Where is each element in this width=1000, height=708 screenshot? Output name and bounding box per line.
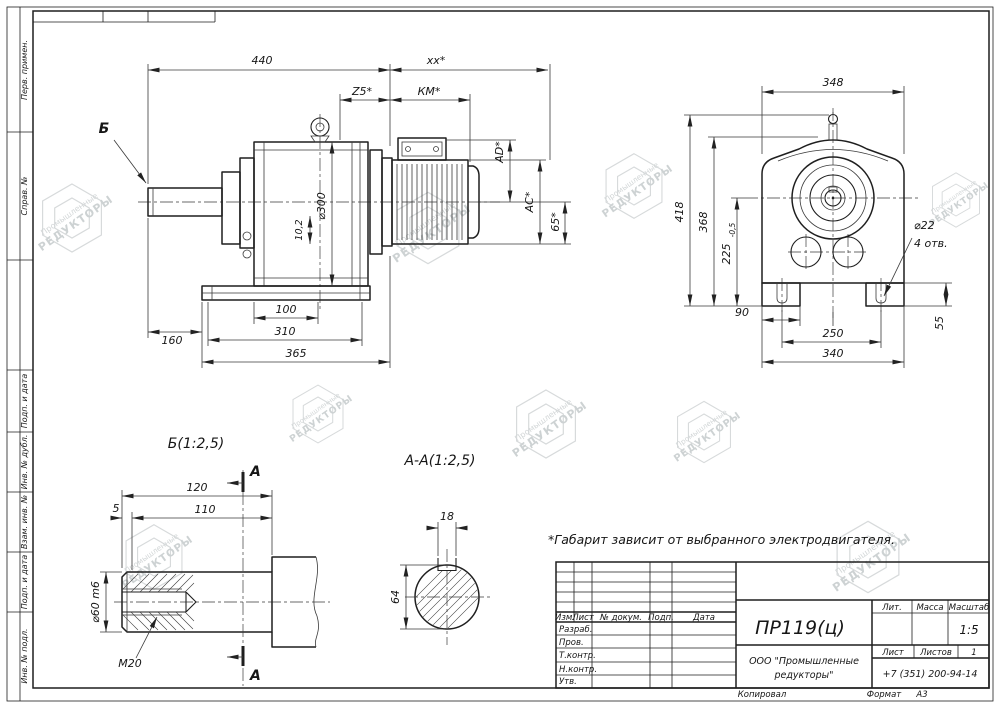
dim-z5: Z5*: [351, 85, 373, 98]
dim-xx: xx*: [426, 54, 446, 67]
margin-label-vzam-inv: Взам. инв. №: [20, 495, 29, 549]
detail-view-b: Б(1:2,5) 120 110 5 ⌀60 m6 М20: [89, 436, 330, 686]
margin-label-inv-podl: Инв. № подл.: [20, 628, 29, 683]
dim-418: 418: [673, 202, 686, 223]
front-view-dimensions: 348 418 368 225 -0,5 90 250 340 ⌀22 4 от…: [673, 76, 952, 368]
margin-label-podp-data-2: Подп. и дата: [20, 555, 29, 610]
margin-label-podp-data-1: Подп. и дата: [20, 374, 29, 429]
dim-ac: AC*: [523, 191, 536, 213]
dim-km: КМ*: [418, 85, 441, 98]
dim-55: 55: [933, 316, 946, 330]
dim-340: 340: [823, 347, 844, 360]
lit-label: Лит.: [881, 603, 902, 613]
dim-ad: AD*: [493, 141, 506, 164]
margin-column: Перв. примен. Справ. № Подп. и дата Инв.…: [20, 40, 29, 684]
dim-120: 120: [187, 481, 208, 494]
col-podp: Подп.: [648, 613, 674, 623]
dim-225-tolerance: -0,5: [728, 222, 737, 237]
massa-label: Масса: [916, 603, 943, 613]
detail-b-title: Б(1:2,5): [168, 436, 224, 452]
main-view: Б 440 xx* Z5* КМ* AD* AC* 65* ⌀300 10,2 …: [99, 54, 571, 368]
footnote: *Габарит зависит от выбранного электродв…: [548, 532, 895, 547]
dim-348: 348: [823, 76, 844, 89]
col-data: Дата: [692, 613, 715, 623]
dim-160: 160: [162, 334, 183, 347]
scale-value: 1:5: [959, 623, 978, 637]
row-utv: Утв.: [559, 677, 577, 687]
company-name-line1: ООО "Промышленные: [749, 656, 859, 667]
company-phone: +7 (351) 200-94-14: [883, 669, 978, 680]
row-razrab: Разраб.: [559, 625, 592, 635]
threaded-hole: [122, 591, 197, 613]
keyway-slot: [437, 558, 457, 572]
front-view: 348 418 368 225 -0,5 90 250 340 ⌀22 4 от…: [673, 76, 952, 368]
section-view-aa: А-А(1:2,5) 18 64: [389, 453, 492, 645]
list-label: Лист: [881, 648, 905, 658]
main-view-dimensions: Б 440 xx* Z5* КМ* AD* AC* 65* ⌀300 10,2 …: [99, 54, 571, 368]
right-foot: [865, 282, 905, 307]
dim-m20: М20: [118, 657, 142, 670]
dim-d60: ⌀60 m6: [89, 581, 102, 623]
dim-d300: ⌀300: [315, 192, 328, 220]
cut-letter-top: А: [249, 464, 261, 480]
dim-5: 5: [113, 502, 120, 515]
front-view-geometry: [745, 108, 920, 318]
dim-90: 90: [735, 306, 749, 319]
dim-hole-count: 4 отв.: [914, 237, 948, 250]
dim-65: 65*: [549, 212, 562, 232]
detail-b-dimensions: 120 110 5 ⌀60 m6 М20: [89, 481, 273, 670]
dim-225: 225: [720, 244, 733, 265]
detail-b-geometry: [114, 556, 330, 648]
col-izm: Изм.: [555, 613, 575, 623]
cut-letter-bottom: А: [249, 668, 261, 684]
row-tkontr: Т.контр.: [559, 651, 596, 661]
dim-10-2: 10,2: [294, 219, 305, 240]
section-aa-geometry: [405, 549, 492, 645]
format-label: Формат: [867, 690, 903, 700]
margin-label-perv-primen: Перв. примен.: [20, 40, 29, 100]
section-aa-title: А-А(1:2,5): [403, 453, 475, 469]
doc-number: ПР119(ц): [755, 617, 845, 639]
margin-label-sprav-no: Справ. №: [20, 177, 29, 216]
terminal-box: [397, 137, 447, 161]
left-foot: [761, 282, 801, 307]
col-ndokum: № докум.: [599, 613, 642, 623]
title-block: Изм. Лист № докум. Подп. Дата Разраб. Пр…: [555, 561, 990, 700]
margin-label-inv-dubl: Инв. № дубл.: [20, 435, 29, 490]
title-block-texts: Изм. Лист № докум. Подп. Дата Разраб. Пр…: [555, 603, 989, 700]
format-value: А3: [915, 690, 927, 700]
detail-b-pointer-label: Б: [99, 121, 110, 137]
row-prov: Пров.: [559, 638, 584, 648]
row-nkontr: Н.контр.: [559, 665, 597, 675]
dim-d22: ⌀22: [914, 219, 935, 232]
dim-310: 310: [275, 325, 296, 338]
dim-368: 368: [697, 212, 710, 233]
col-list: Лист: [571, 613, 595, 623]
dim-365: 365: [286, 347, 307, 360]
main-bore-boss: [791, 156, 875, 240]
dim-250: 250: [823, 327, 844, 340]
dim-440: 440: [252, 54, 273, 67]
dim-18: 18: [440, 510, 454, 523]
dim-64: 64: [389, 590, 402, 604]
dim-110: 110: [195, 503, 216, 516]
company-name-line2: редукторы": [773, 670, 833, 681]
dim-100: 100: [276, 303, 297, 316]
main-view-geometry: [138, 114, 500, 312]
section-cut-line: А А: [227, 464, 261, 686]
masshtab-label: Масштаб: [949, 603, 989, 613]
kopiroval-label: Копировал: [738, 690, 787, 700]
title-block-lines: [555, 561, 990, 689]
listov-label: Листов: [919, 648, 952, 658]
listov-value: 1: [971, 648, 976, 658]
section-aa-dimensions: 18 64: [389, 510, 468, 630]
